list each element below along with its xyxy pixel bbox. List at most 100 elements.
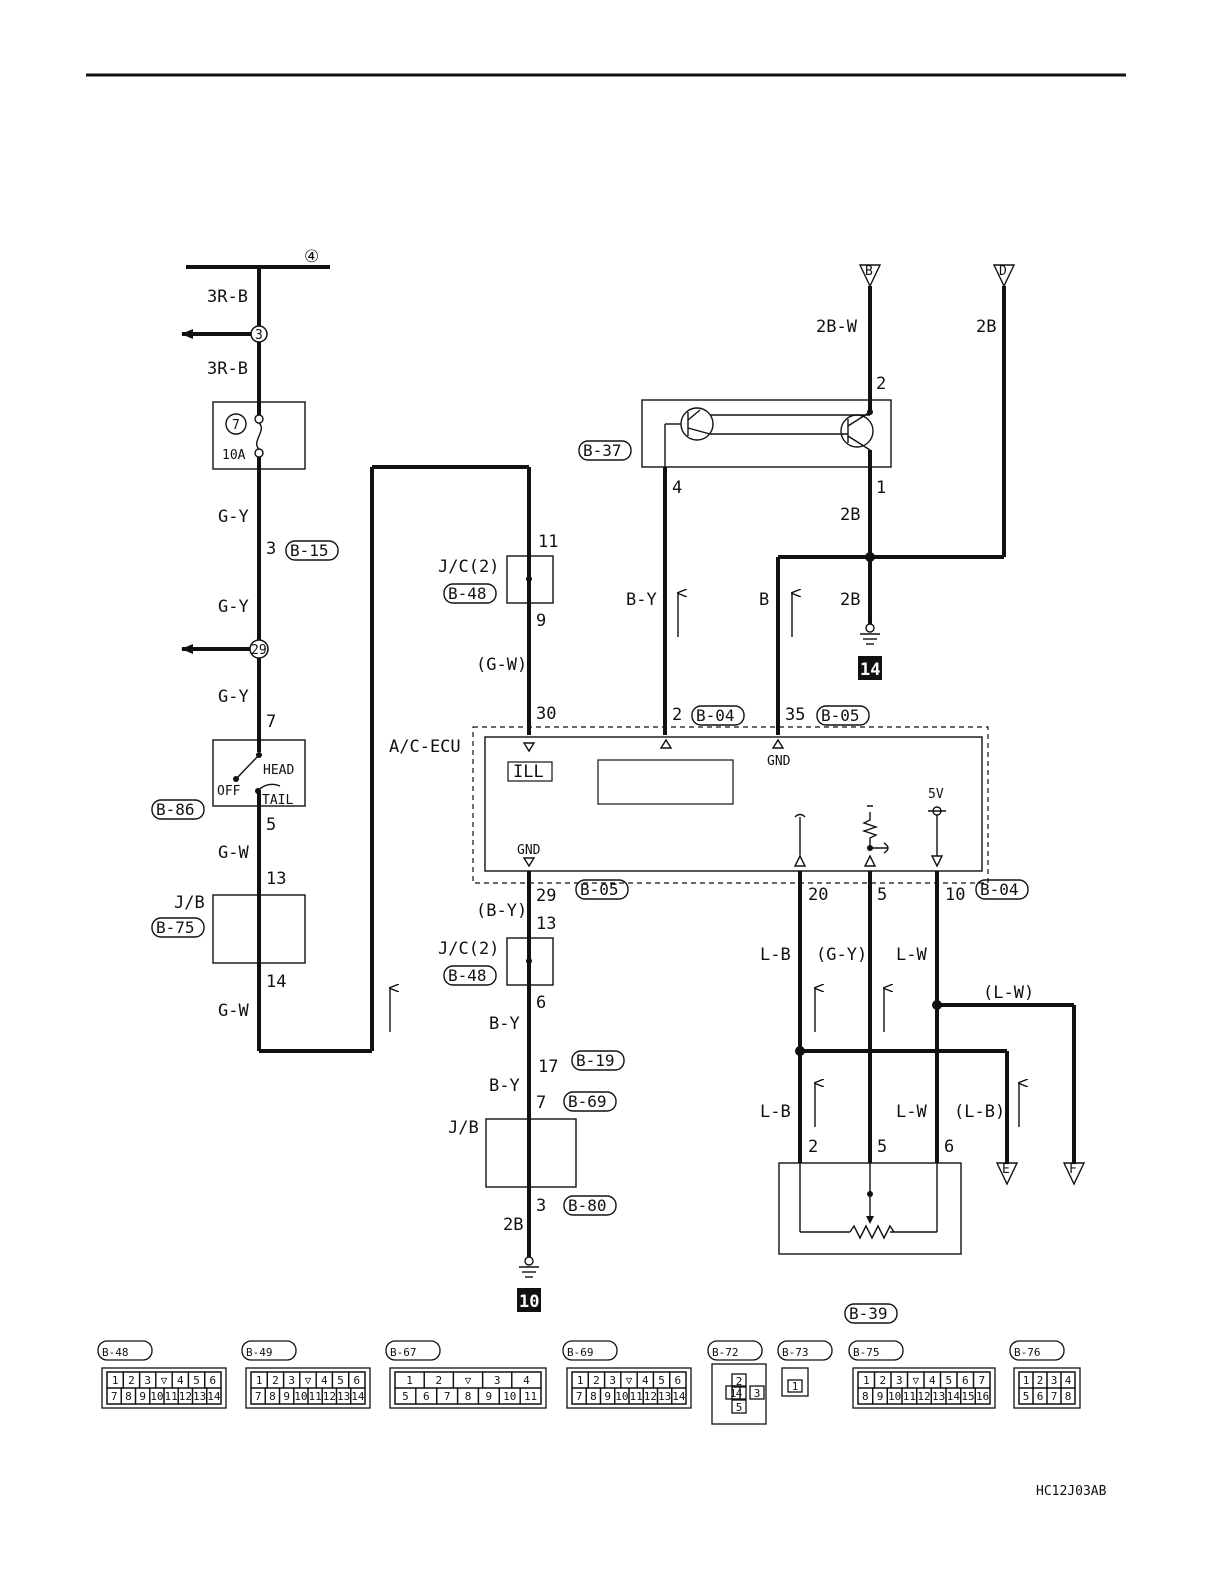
ref-b: B: [865, 264, 873, 279]
connector-view-label: B-75: [848, 1340, 904, 1361]
svg-text:B-86: B-86: [156, 800, 195, 819]
splice-29: 29: [251, 643, 267, 658]
pin-label: 6: [423, 1390, 430, 1403]
svg-text:B-72: B-72: [712, 1346, 739, 1359]
pin-label: 5: [736, 1401, 743, 1414]
wire-label: (L-W): [983, 983, 1034, 1003]
pin-label: 6: [675, 1374, 682, 1387]
svg-text:B-75: B-75: [853, 1346, 880, 1359]
wire-label: 3R-B: [207, 359, 248, 379]
svg-text:B-05: B-05: [821, 706, 860, 725]
pin-label: 15: [961, 1390, 974, 1403]
pin-label: 13: [932, 1390, 945, 1403]
pin-label: 6: [210, 1374, 217, 1387]
pin-label: 9: [139, 1390, 146, 1403]
pin-label: 2: [435, 1374, 442, 1387]
pin-label: 3: [754, 1387, 761, 1400]
svg-text:B-80: B-80: [568, 1196, 607, 1215]
center-circuit: 11 J/C(2) B-48 9 (G-W) 30 29 B-05 (B-Y) …: [438, 532, 629, 1312]
wire-label: G-Y: [218, 507, 249, 527]
wire-label: (B-Y): [476, 901, 527, 921]
switch-head: HEAD: [263, 763, 294, 778]
pin-number: 7: [266, 712, 276, 732]
pin-label: 2: [736, 1375, 743, 1388]
pin-label: 14: [947, 1390, 961, 1403]
pin-label: 5: [1023, 1390, 1030, 1403]
pin-label: 1: [406, 1374, 413, 1387]
pin-label: 8: [590, 1390, 597, 1403]
svg-text:B-39: B-39: [849, 1304, 888, 1323]
pin-label: 4: [523, 1374, 530, 1387]
pin-label: 14: [351, 1390, 365, 1403]
svg-text:B-48: B-48: [448, 966, 487, 985]
ecu-ill: ILL: [513, 762, 544, 782]
pin-label: 11: [165, 1390, 178, 1403]
pin-label: 12: [644, 1390, 657, 1403]
ref-4: ④: [304, 247, 319, 267]
pin-label: 2: [879, 1374, 886, 1387]
ref-e: E: [1002, 1162, 1010, 1177]
pin-label: 14: [672, 1390, 686, 1403]
pin-number: 14: [266, 972, 286, 992]
pin-label: 14: [207, 1390, 221, 1403]
pin-label: 2: [128, 1374, 135, 1387]
connector-tag-b48-a: B-48: [443, 583, 497, 604]
svg-text:B-04: B-04: [696, 706, 735, 725]
pin-number: 10: [945, 885, 965, 905]
pin-number: 2: [876, 374, 886, 394]
pin-label: 7: [255, 1390, 262, 1403]
pin-cell: [731, 1399, 747, 1414]
pin-number: 5: [877, 885, 887, 905]
wire-label: 3R-B: [207, 287, 248, 307]
connector-view-b-73: B-731: [777, 1340, 833, 1397]
switch-tail: TAIL: [262, 793, 293, 808]
pin-label: 9: [604, 1390, 611, 1403]
connector-tag-b80: B-80: [563, 1195, 617, 1216]
connector-tag-b04-bottom: B-04: [975, 879, 1029, 900]
connector-view-label: B-69: [562, 1340, 618, 1361]
pin-label: 5: [945, 1374, 952, 1387]
wire-label: G-Y: [218, 687, 249, 707]
connector-view-label: B-49: [241, 1340, 297, 1361]
wire-label: L-B: [760, 1102, 791, 1122]
pin-cell: [671, 1387, 687, 1405]
wire-label: L-B: [760, 945, 791, 965]
svg-text:B-19: B-19: [576, 1051, 615, 1070]
pin-label: 16: [976, 1390, 989, 1403]
pin-label: 3: [144, 1374, 151, 1387]
connector-tag-b37: B-37: [578, 440, 632, 461]
pin-label: 4: [736, 1387, 743, 1400]
pin-label: 6: [962, 1374, 969, 1387]
pin-number: 35: [785, 705, 805, 725]
pin-label: 3: [896, 1374, 903, 1387]
svg-text:B-75: B-75: [156, 918, 195, 937]
left-circuit: ④ 3R-B 3 3R-B 7 10A G-Y 3 B-15 G-Y 29: [151, 247, 531, 1053]
pin-number: 5: [877, 1137, 887, 1157]
pin-cell: [749, 1385, 765, 1400]
ground-10: 10: [519, 1292, 539, 1312]
connector-view-label: B-67: [385, 1340, 441, 1361]
pin-label: 4: [929, 1374, 936, 1387]
pin-label: 4: [642, 1374, 649, 1387]
pin-label: 5: [193, 1374, 200, 1387]
wire-label: (G-W): [476, 655, 527, 675]
pin-number: 7: [536, 1093, 546, 1113]
pin-label: 9: [283, 1390, 290, 1403]
ac-ecu: A/C-ECU ILL GND GND 5V 2 B-04 35 B-05: [389, 705, 989, 884]
svg-text:B-48: B-48: [102, 1346, 129, 1359]
pin-number: 9: [536, 611, 546, 631]
pin-label: 1: [792, 1380, 799, 1393]
connector-tag-b48-b: B-48: [443, 965, 497, 986]
connector-tag-b19: B-19: [571, 1050, 625, 1071]
connector-tag-b04-top: B-04: [691, 705, 745, 726]
pin-label: 5: [337, 1374, 344, 1387]
pin-label: 9: [486, 1390, 493, 1403]
pin-label: ▽: [161, 1374, 168, 1387]
jb-label: J/B: [448, 1118, 479, 1138]
pin-number: 20: [808, 885, 828, 905]
pin-label: 1: [112, 1374, 119, 1387]
pin-label: 1: [1023, 1374, 1030, 1387]
